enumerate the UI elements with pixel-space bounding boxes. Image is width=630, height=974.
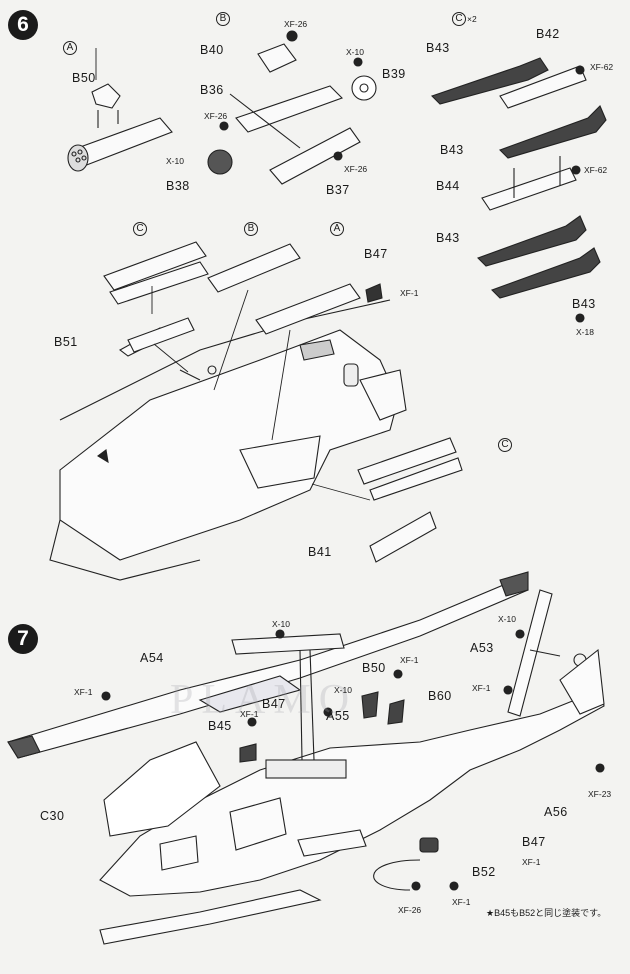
label-b47-s7: B47 bbox=[262, 697, 286, 711]
label-b52: B52 bbox=[472, 865, 496, 879]
label-xf1-a: XF-1 bbox=[400, 288, 419, 298]
label-x10-d: X-10 bbox=[498, 614, 516, 624]
group-c-multiplier: ×2 bbox=[467, 14, 477, 24]
fuselage-step6 bbox=[49, 299, 407, 581]
label-b45: B45 bbox=[208, 719, 232, 733]
paint-note: ★B45もB52と同じ塗装です。 bbox=[486, 908, 607, 918]
group-label-a-2: A bbox=[330, 222, 344, 236]
label-xf26-d: XF-26 bbox=[398, 905, 422, 915]
label-b40: B40 bbox=[200, 43, 224, 57]
label-xf1-c: XF-1 bbox=[472, 683, 491, 693]
label-b43-c: B43 bbox=[436, 231, 460, 245]
label-a56: A56 bbox=[544, 805, 568, 819]
label-xf1-e: XF-1 bbox=[240, 709, 259, 719]
label-xf26-a: XF-26 bbox=[284, 19, 308, 29]
label-b41: B41 bbox=[308, 545, 332, 559]
step-7-badge: 7 bbox=[8, 624, 38, 654]
label-b37: B37 bbox=[326, 183, 350, 197]
tail-rotor bbox=[507, 589, 587, 717]
label-x10-b: X-10 bbox=[166, 156, 184, 166]
group-label-b-2: B bbox=[244, 222, 258, 236]
group-label-c: C bbox=[452, 12, 466, 26]
group-label-c-2: C bbox=[133, 222, 147, 236]
main-rotor-blade bbox=[7, 571, 529, 759]
label-b50-s7: B50 bbox=[362, 661, 386, 675]
step-6-badge: 6 bbox=[8, 10, 38, 40]
label-b43-a: B43 bbox=[426, 41, 450, 55]
label-b43-b: B43 bbox=[440, 143, 464, 157]
group-label-c-3: C bbox=[498, 438, 512, 452]
label-b47: B47 bbox=[364, 247, 388, 261]
rocket-pod-b bbox=[207, 30, 377, 185]
label-b44: B44 bbox=[436, 179, 460, 193]
label-c30: C30 bbox=[40, 809, 65, 823]
label-xf1-d: XF-1 bbox=[400, 655, 419, 665]
watermark: PLAMO bbox=[170, 677, 358, 723]
label-a53: A53 bbox=[470, 641, 494, 655]
group-label-b: B bbox=[216, 12, 230, 26]
label-b42: B42 bbox=[536, 27, 560, 41]
label-xf26-c: XF-26 bbox=[344, 164, 368, 174]
label-a54: A54 bbox=[140, 651, 164, 665]
label-a55: A55 bbox=[326, 709, 350, 723]
group-label-a: A bbox=[63, 41, 77, 55]
label-xf62-b: XF-62 bbox=[584, 165, 608, 175]
helicopter-body bbox=[99, 629, 605, 945]
label-xf1-b: XF-1 bbox=[74, 687, 93, 697]
label-b38: B38 bbox=[166, 179, 190, 193]
label-x10-a: X-10 bbox=[346, 47, 364, 57]
label-xf26-b: XF-26 bbox=[204, 111, 228, 121]
pods-on-fuselage bbox=[103, 241, 463, 563]
label-xf1-g: XF-1 bbox=[452, 897, 471, 907]
label-b50: B50 bbox=[72, 71, 96, 85]
label-b43-d: B43 bbox=[572, 297, 596, 311]
missile-rack-c bbox=[430, 57, 607, 323]
label-b60: B60 bbox=[428, 689, 452, 703]
label-x18: X-18 bbox=[576, 327, 594, 337]
label-x10-c: X-10 bbox=[272, 619, 290, 629]
label-b36: B36 bbox=[200, 83, 224, 97]
rocket-pod-a bbox=[67, 83, 173, 172]
label-b51: B51 bbox=[54, 335, 78, 349]
label-b47-b: B47 bbox=[522, 835, 546, 849]
label-xf62-a: XF-62 bbox=[590, 62, 614, 72]
label-xf23: XF-23 bbox=[588, 789, 612, 799]
label-b39: B39 bbox=[382, 67, 406, 81]
label-x10-e: X-10 bbox=[334, 685, 352, 695]
label-xf1-f: XF-1 bbox=[522, 857, 541, 867]
